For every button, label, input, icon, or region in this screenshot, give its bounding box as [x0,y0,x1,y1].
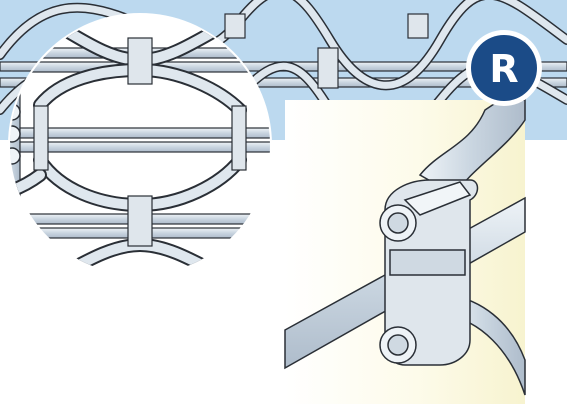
circle-clips [33,37,247,247]
detail-curved-wire-top [418,99,526,197]
detail-clip [379,179,479,366]
badge-letter: R [489,47,518,91]
circle-clip-2 [33,105,49,171]
circle-clip-1 [127,37,153,85]
r-badge-icon: R [466,30,542,106]
band-clip-2 [317,47,339,89]
band-rod-2 [0,77,567,88]
circle-clip-3 [231,105,247,171]
band-clip-1 [224,13,246,39]
band-clip-3 [407,13,429,39]
circle-rod-3 [19,127,270,139]
circle-clip-4 [127,195,153,247]
badge-circle [471,35,537,101]
circle-rod-6 [19,227,270,239]
clip-detail-panel [284,99,526,404]
circle-rod-4 [19,141,270,153]
